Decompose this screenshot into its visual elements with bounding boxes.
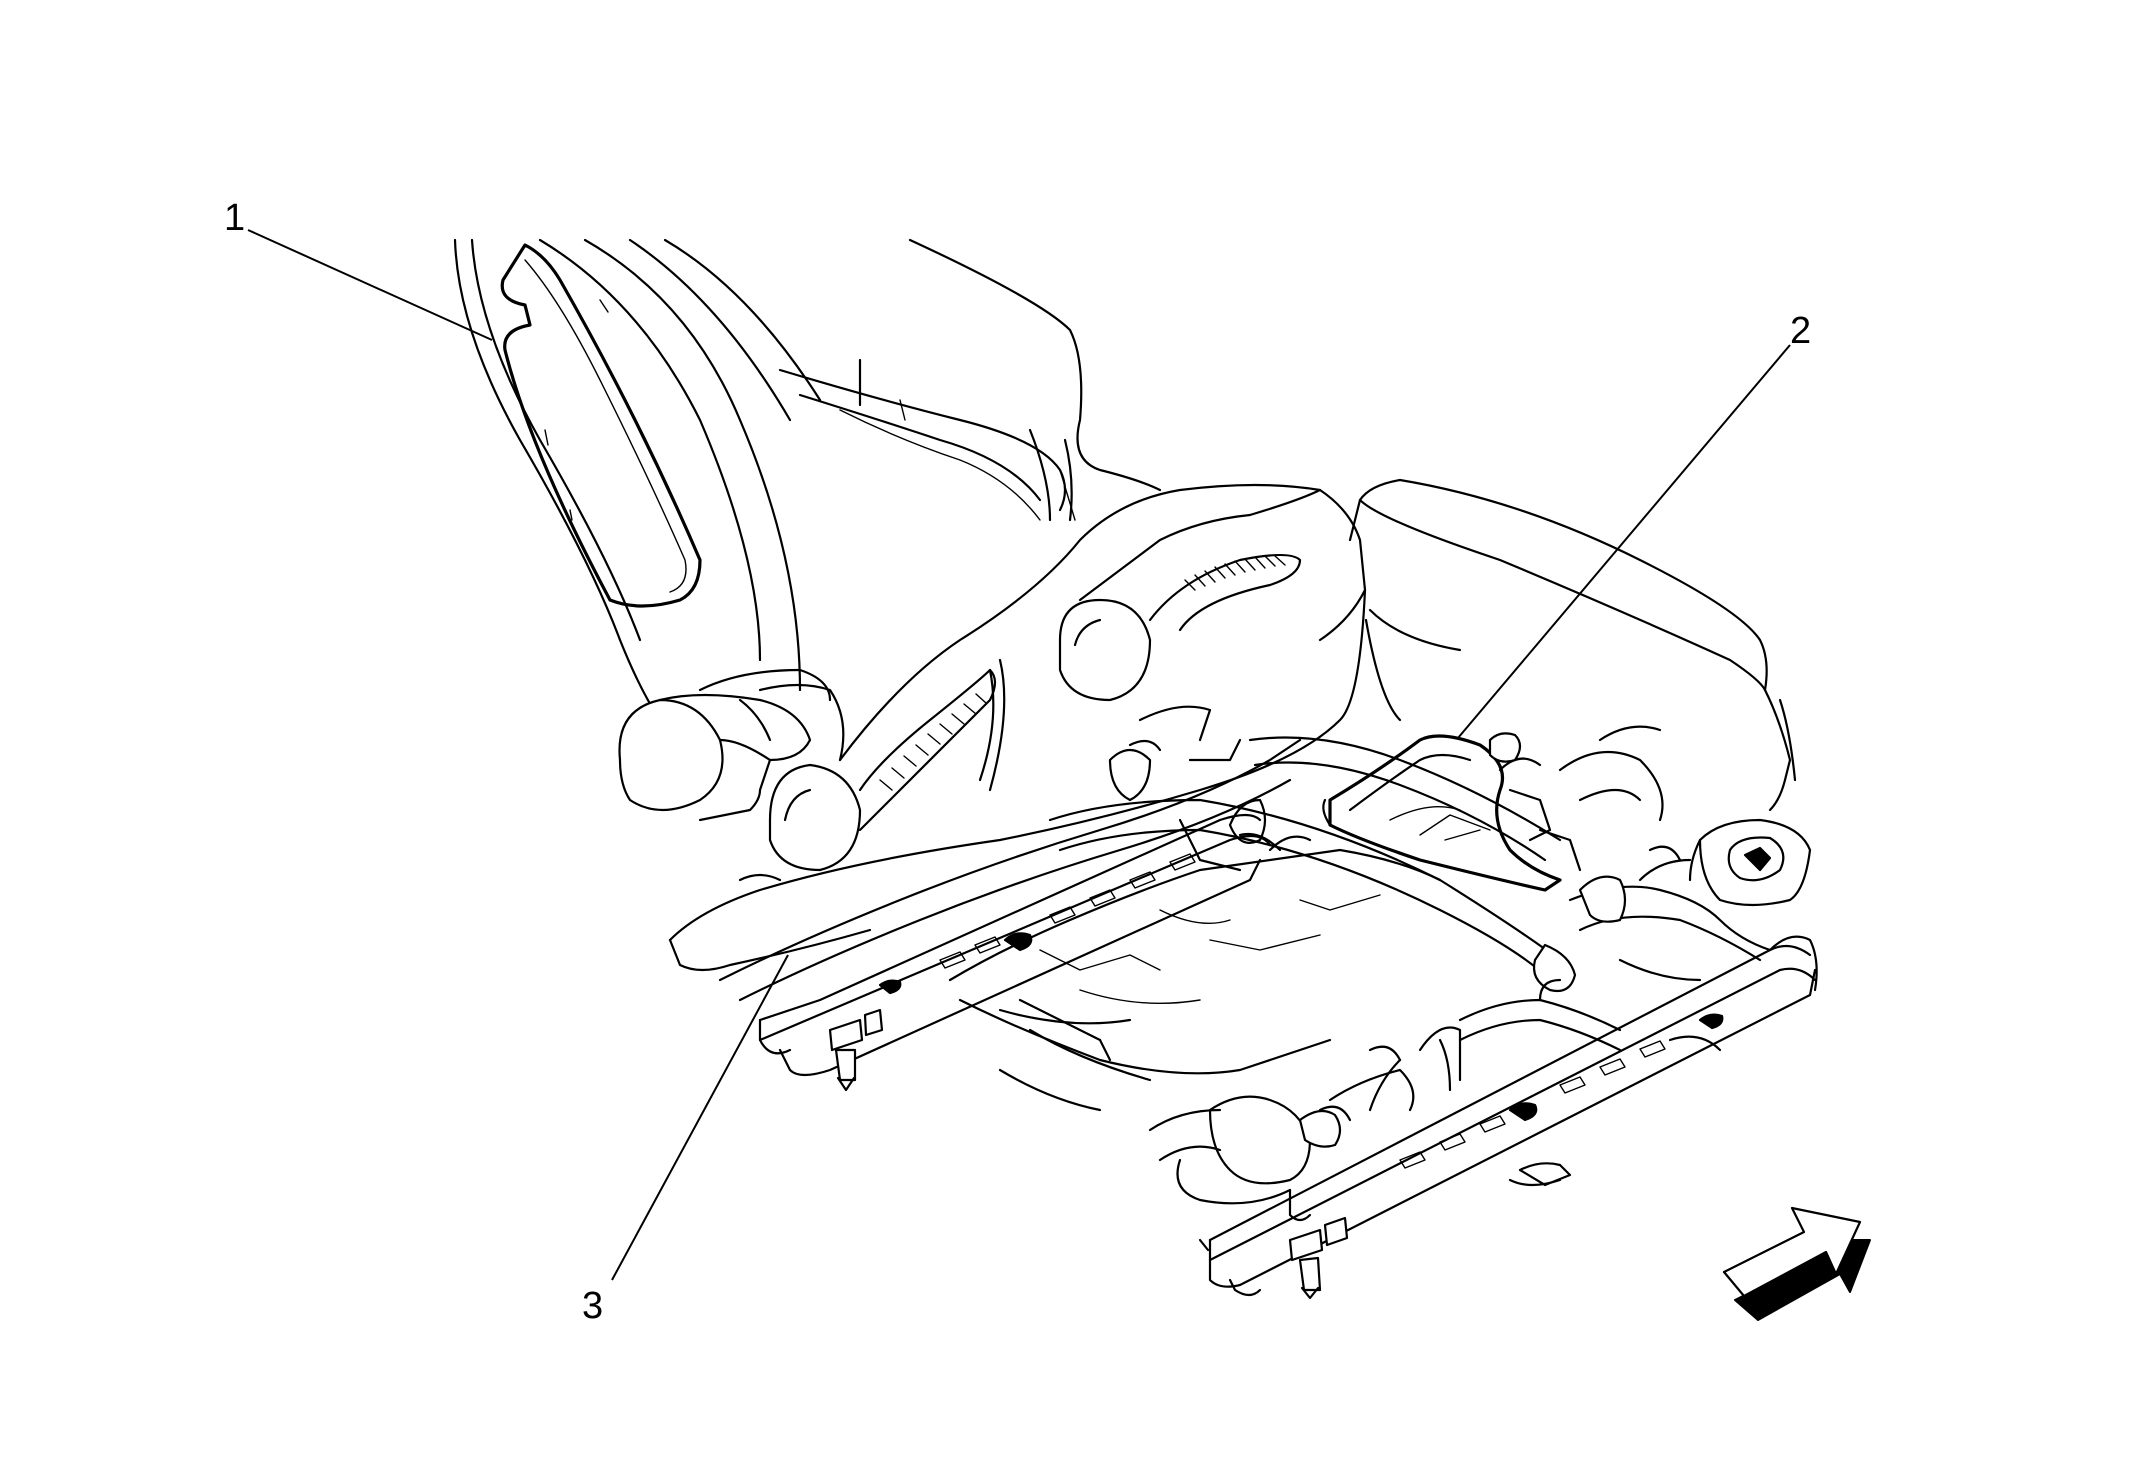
leader-line-1 (247, 229, 493, 341)
seat-cushion (618, 478, 1797, 972)
right-seat-rail (1198, 935, 1818, 1300)
seat-frame (718, 705, 1812, 1222)
left-seat-rail (758, 813, 1282, 1092)
ribbed-grille-lower (879, 693, 987, 791)
ribbed-grille-upper (1184, 555, 1286, 591)
callout-3: 3 (582, 1285, 603, 1327)
front-direction-arrow-icon (1722, 1206, 1871, 1321)
callout-1: 1 (224, 197, 245, 239)
leader-line-2 (1457, 344, 1791, 739)
seat-back (453, 238, 1162, 722)
leader-lines (247, 229, 1791, 1281)
callout-labels: 1 2 3 (224, 197, 1811, 1327)
leader-line-3 (611, 954, 789, 1281)
callout-2: 2 (1790, 310, 1811, 352)
